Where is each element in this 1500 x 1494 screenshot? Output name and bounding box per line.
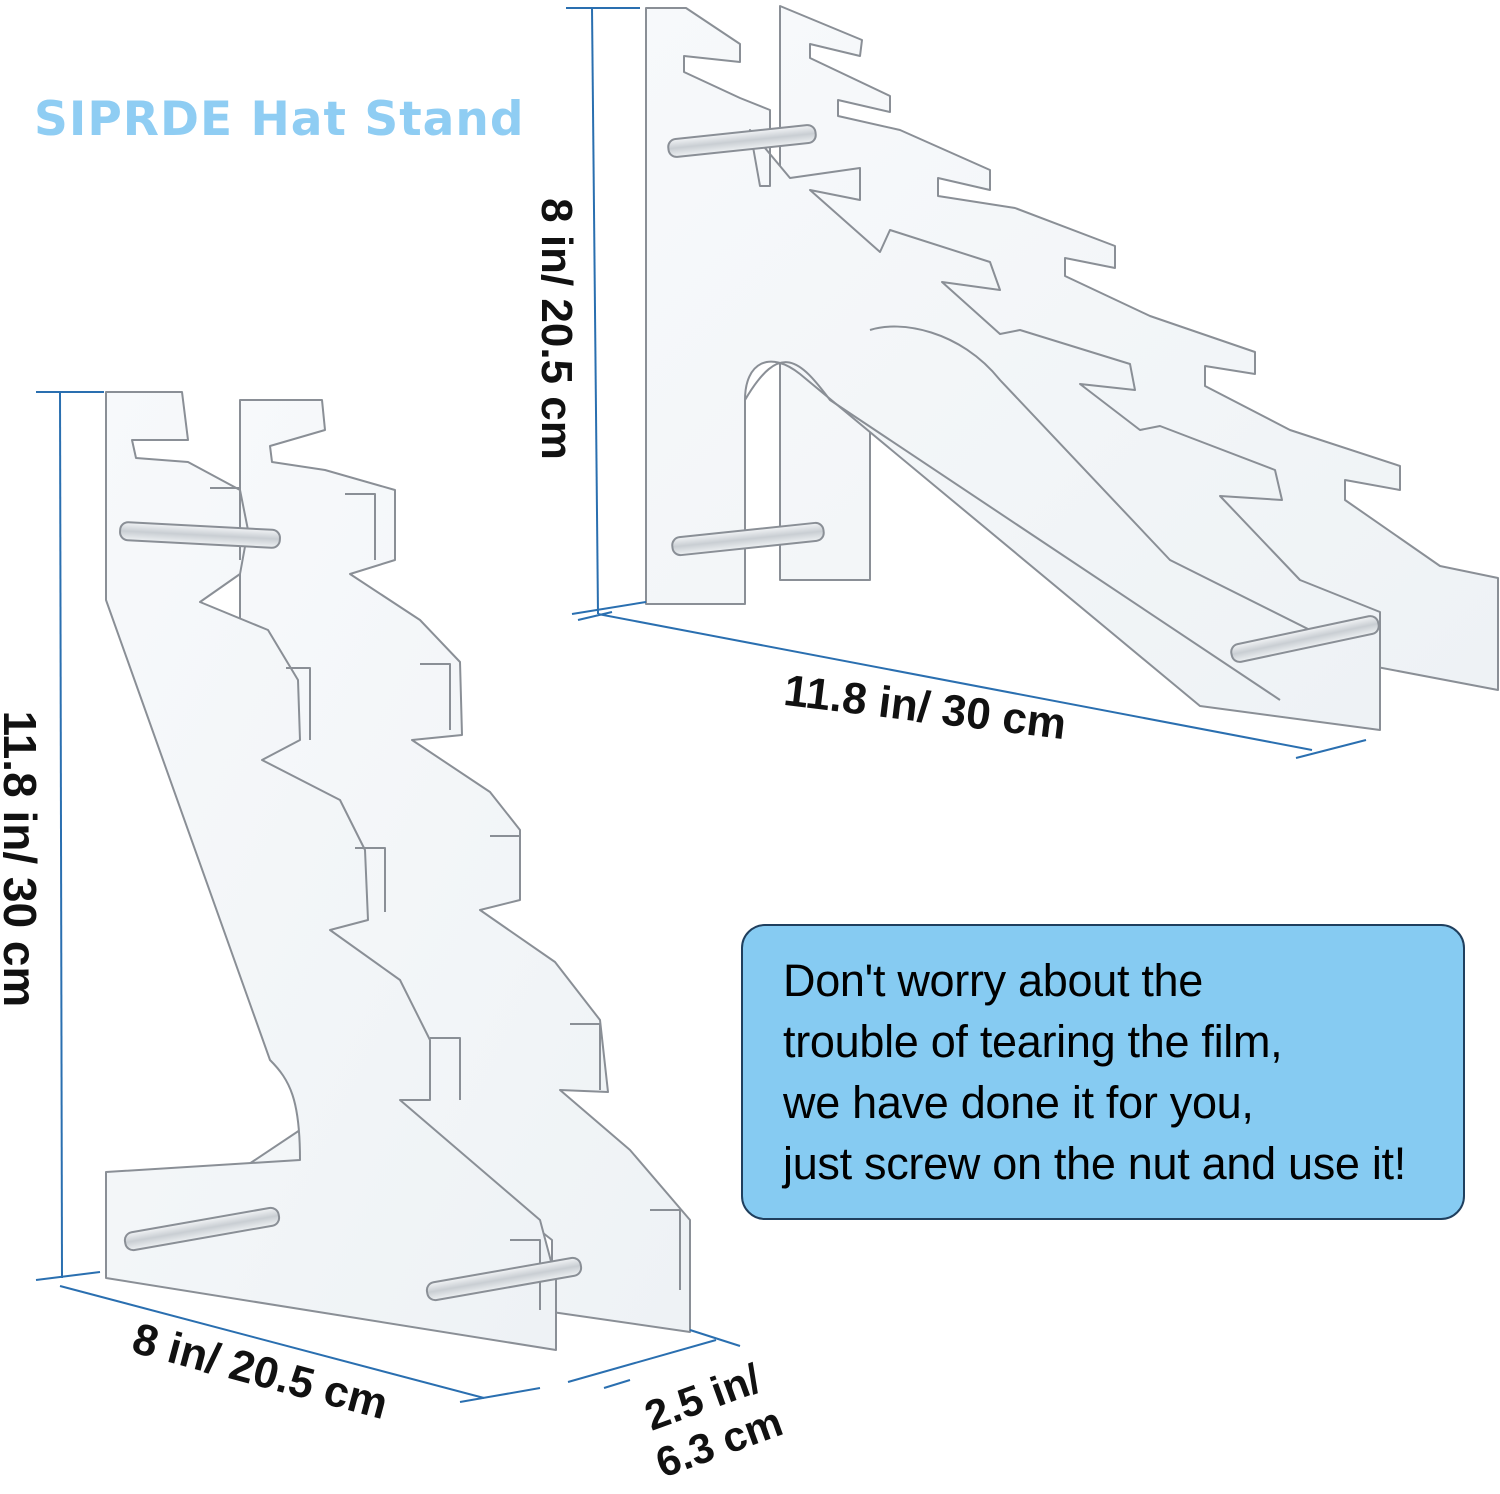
slot-lines xyxy=(744,325,1331,701)
callout-line: Don't worry about the xyxy=(783,955,1204,1006)
rod xyxy=(667,124,817,158)
horizontal-stand xyxy=(645,5,1499,731)
rod xyxy=(123,1206,281,1252)
rod xyxy=(671,521,825,557)
callout-line: we have done it for you, xyxy=(783,1077,1254,1128)
rod xyxy=(425,1256,583,1302)
dimension-label-height-tall: 11.8 in/ 30 cm xyxy=(0,710,46,1008)
front-plate xyxy=(645,7,1381,731)
back-plate xyxy=(779,5,1499,691)
dimension-label-height-short: 8 in/ 20.5 cm xyxy=(532,198,581,460)
product-title: SIPRDE Hat Stand xyxy=(34,92,525,147)
callout-line: just screw on the nut and use it! xyxy=(783,1138,1406,1189)
rod xyxy=(119,521,281,549)
upright-stand xyxy=(105,391,691,1351)
dimension-lines xyxy=(35,7,1367,1403)
info-callout: Don't worry about the trouble of tearing… xyxy=(741,924,1465,1220)
slot-lines xyxy=(210,487,681,1310)
rod xyxy=(1230,615,1380,663)
callout-line: trouble of tearing the film, xyxy=(783,1016,1283,1067)
